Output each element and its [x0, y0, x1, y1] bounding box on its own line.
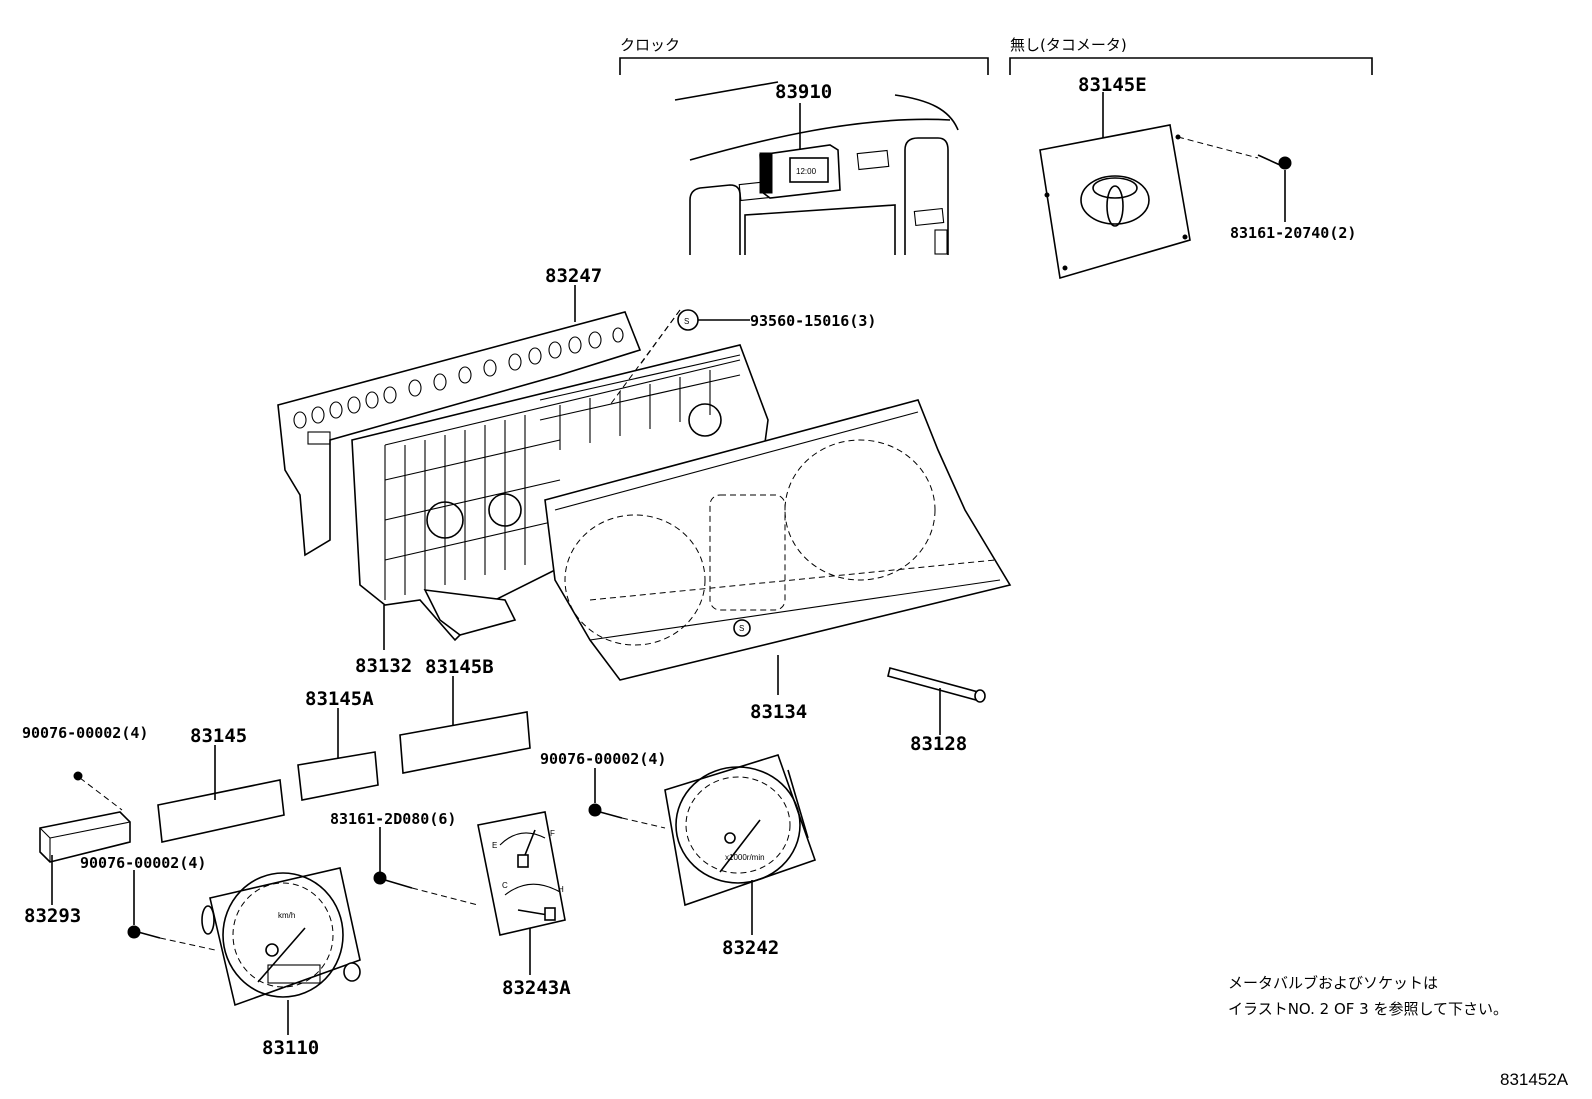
- part-83910: 83910: [775, 81, 832, 103]
- tacho-unit-text: x1000r/min: [725, 853, 765, 862]
- part-93560-15016: 93560-15016(3): [750, 312, 876, 330]
- clock-dash-illustration: 12:00 83910: [674, 81, 959, 255]
- tachometer-screw: [588, 803, 623, 819]
- part-83145E: 83145E: [1078, 74, 1147, 96]
- part-83247: 83247: [545, 265, 602, 287]
- knob-shaft: 83128: [887, 667, 986, 755]
- part-83128: 83128: [910, 733, 967, 755]
- fuel-e-label: E: [492, 841, 497, 850]
- part-83161-2D080: 83161-2D080(6): [330, 810, 456, 828]
- plate-83145A: 83145A: [297, 688, 379, 801]
- screw-mark-s-hood: S: [739, 624, 744, 633]
- note-line-2: イラストNO. 2 OF 3 を参照して下さい。: [1228, 1000, 1508, 1018]
- gauge-screw: [373, 871, 413, 889]
- emblem-plate: 83145E 83161-20740(2): [1039, 74, 1356, 280]
- clock-unit: 12:00: [759, 144, 841, 199]
- no-tacho-group-label: 無し(タコメータ): [1010, 36, 1127, 54]
- emblem-screw: [1257, 154, 1292, 170]
- pcb-holes: [293, 327, 624, 429]
- speedometer-gauge: km/h 83110 90076-00002(4): [80, 854, 361, 1059]
- part-83145B: 83145B: [425, 656, 494, 678]
- part-83132: 83132: [355, 655, 412, 677]
- figure-id: 831452A: [1500, 1070, 1569, 1089]
- connector-83293: 90076-00002(4) 83293: [22, 724, 148, 927]
- plate-83145B: 83145B: [399, 656, 531, 774]
- part-83243A: 83243A: [502, 977, 571, 999]
- fuel-f-label: F: [550, 829, 555, 838]
- clock-display-text: 12:00: [796, 167, 817, 176]
- fuel-temp-gauge: E F C H 83243A 83161-2D080(6): [330, 810, 571, 999]
- screw-callout-93560: S 93560-15016(3): [609, 309, 876, 406]
- part-83145: 83145: [190, 725, 247, 747]
- tachometer-gauge: x1000r/min 83242 90076-00002(4): [540, 750, 817, 959]
- case-grid: [384, 354, 741, 595]
- clock-group-label: クロック: [620, 36, 680, 54]
- printed-circuit-board: 83247: [277, 265, 642, 557]
- note-line-1: メータバルブおよびソケットは: [1228, 974, 1438, 992]
- speedometer-screw: [127, 925, 161, 939]
- part-90076-00002-a: 90076-00002(4): [22, 724, 148, 742]
- meter-case: 83132: [351, 344, 769, 677]
- part-90076-00002-b: 90076-00002(4): [80, 854, 206, 872]
- screw-mark-s-top: S: [684, 317, 689, 326]
- meter-hood: S 83134: [544, 399, 1012, 723]
- plate-83145: 83145: [157, 725, 285, 843]
- part-83242: 83242: [722, 937, 779, 959]
- toyota-logo-icon: [1080, 175, 1150, 225]
- part-83110: 83110: [262, 1037, 319, 1059]
- bulb-socket-note: メータバルブおよびソケットは イラストNO. 2 OF 3 を参照して下さい。: [1228, 974, 1508, 1018]
- no-tacho-group-bracket: 無し(タコメータ): [1009, 36, 1373, 75]
- part-83293: 83293: [24, 905, 81, 927]
- part-83161-20740: 83161-20740(2): [1230, 224, 1356, 242]
- part-83145A: 83145A: [305, 688, 374, 710]
- temp-c-label: C: [502, 881, 508, 890]
- temp-h-label: H: [558, 885, 564, 894]
- clock-group-bracket: クロック: [619, 36, 989, 75]
- speed-unit-text: km/h: [278, 911, 295, 920]
- part-90076-00002-c: 90076-00002(4): [540, 750, 666, 768]
- part-83134: 83134: [750, 701, 807, 723]
